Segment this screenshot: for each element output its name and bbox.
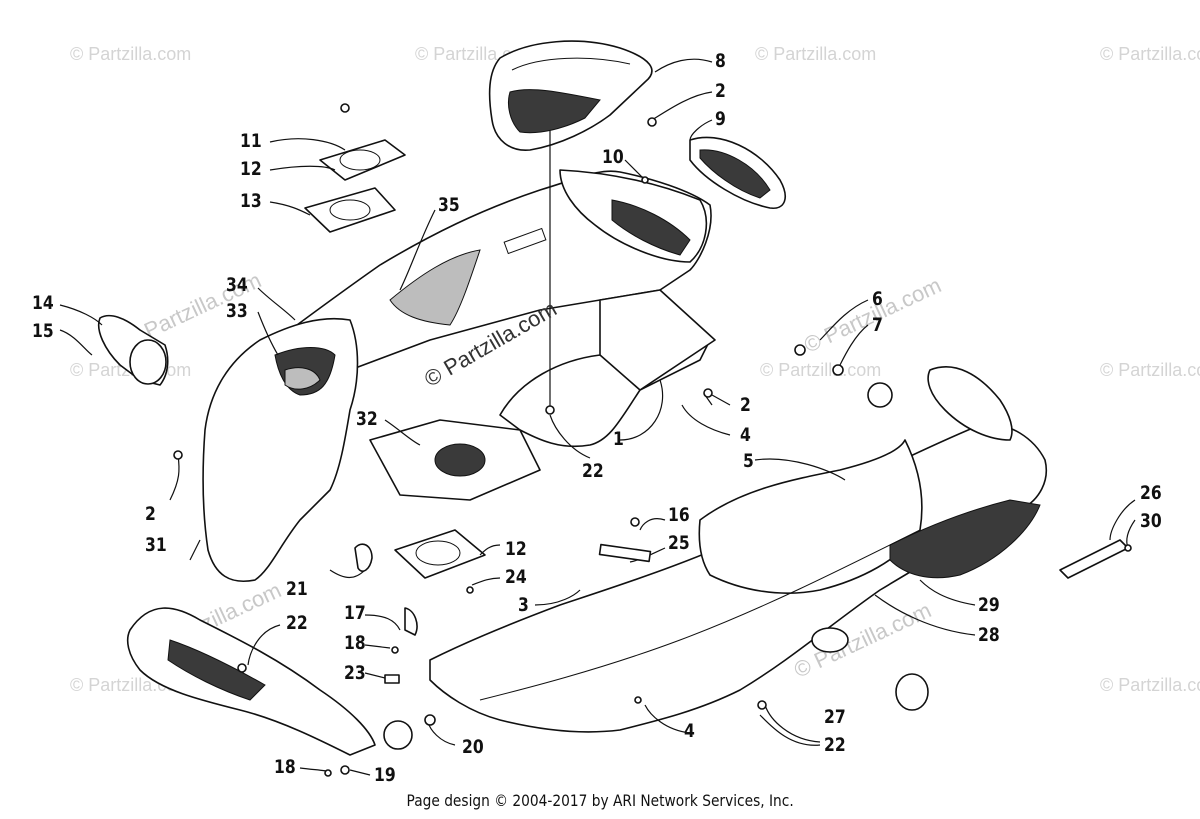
callout-4: 4 — [684, 720, 695, 742]
callout-32: 32 — [356, 408, 378, 430]
callout-28: 28 — [978, 624, 1000, 646]
callout-15: 15 — [32, 320, 54, 342]
callout-19: 19 — [374, 764, 396, 786]
callout-2: 2 — [145, 503, 156, 525]
part-trim-strip — [1059, 539, 1129, 579]
callout-22: 22 — [824, 734, 846, 756]
callout-11: 11 — [240, 130, 262, 152]
watermark: © Partzilla.com — [1100, 44, 1200, 64]
callout-25: 16 — [668, 504, 690, 526]
callout-33: 33 — [226, 300, 248, 322]
watermark: © Partzilla.com — [70, 44, 192, 64]
callout-7: 7 — [872, 314, 883, 336]
callout-34: 34 — [226, 274, 248, 296]
callout-12: 12 — [240, 158, 262, 180]
callout-12: 12 — [505, 538, 527, 560]
callout-26: 25 — [668, 532, 690, 554]
callout-22: 22 — [582, 460, 604, 482]
leader-lines — [59, 58, 1136, 776]
callout-6: 6 — [872, 288, 883, 310]
callout-27: 27 — [824, 706, 846, 728]
fasteners — [173, 103, 1132, 777]
callout-24: 24 — [505, 566, 527, 588]
part-gasket-lower — [394, 529, 486, 579]
callout-2: 2 — [740, 394, 751, 416]
callout-13: 13 — [240, 190, 262, 212]
callout-16: 31 — [145, 534, 167, 556]
callout-5: 5 — [743, 450, 754, 472]
callout-35: 35 — [438, 194, 460, 216]
callout-3: 3 — [518, 594, 529, 616]
callout-18: 18 — [344, 632, 366, 654]
part-console-panel — [249, 169, 712, 371]
callout-8: 8 — [715, 50, 726, 72]
callout-17: 17 — [344, 602, 366, 624]
callout-1: 1 — [613, 428, 624, 450]
part-gaskets-upper — [304, 139, 406, 233]
callout-30: 26 — [1140, 482, 1162, 504]
part-steering-plate — [369, 419, 541, 501]
callout-21: 21 — [286, 578, 308, 600]
callout-20: 20 — [462, 736, 484, 758]
callout-4: 4 — [740, 424, 751, 446]
part-glove-box — [488, 40, 653, 151]
callout-14: 14 — [32, 292, 54, 314]
callout-31: 30 — [1140, 510, 1162, 532]
callout-9: 9 — [715, 108, 726, 130]
copyright-footer: Page design © 2004-2017 by ARI Network S… — [0, 791, 1200, 810]
part-front-bumper — [126, 607, 376, 756]
watermark: © Partzilla.com — [1100, 360, 1200, 380]
callout-18: 18 — [274, 756, 296, 778]
callout-10: 10 — [602, 146, 624, 168]
callout-29: 29 — [978, 594, 1000, 616]
part-boot — [98, 314, 169, 386]
footer-text: Page design © 2004-2017 by ARI Network S… — [406, 791, 794, 810]
callout-22: 22 — [286, 612, 308, 634]
part-side-fairing — [202, 317, 359, 582]
watermark: © Partzilla.com — [760, 360, 882, 380]
callout-2: 2 — [715, 80, 726, 102]
part-plug — [895, 673, 929, 711]
callout-23: 23 — [344, 662, 366, 684]
part-main-body — [429, 366, 1047, 733]
part-vent-grille — [689, 136, 786, 209]
watermark: © Partzilla.com — [1100, 675, 1200, 695]
watermark: © Partzilla.com — [755, 44, 877, 64]
